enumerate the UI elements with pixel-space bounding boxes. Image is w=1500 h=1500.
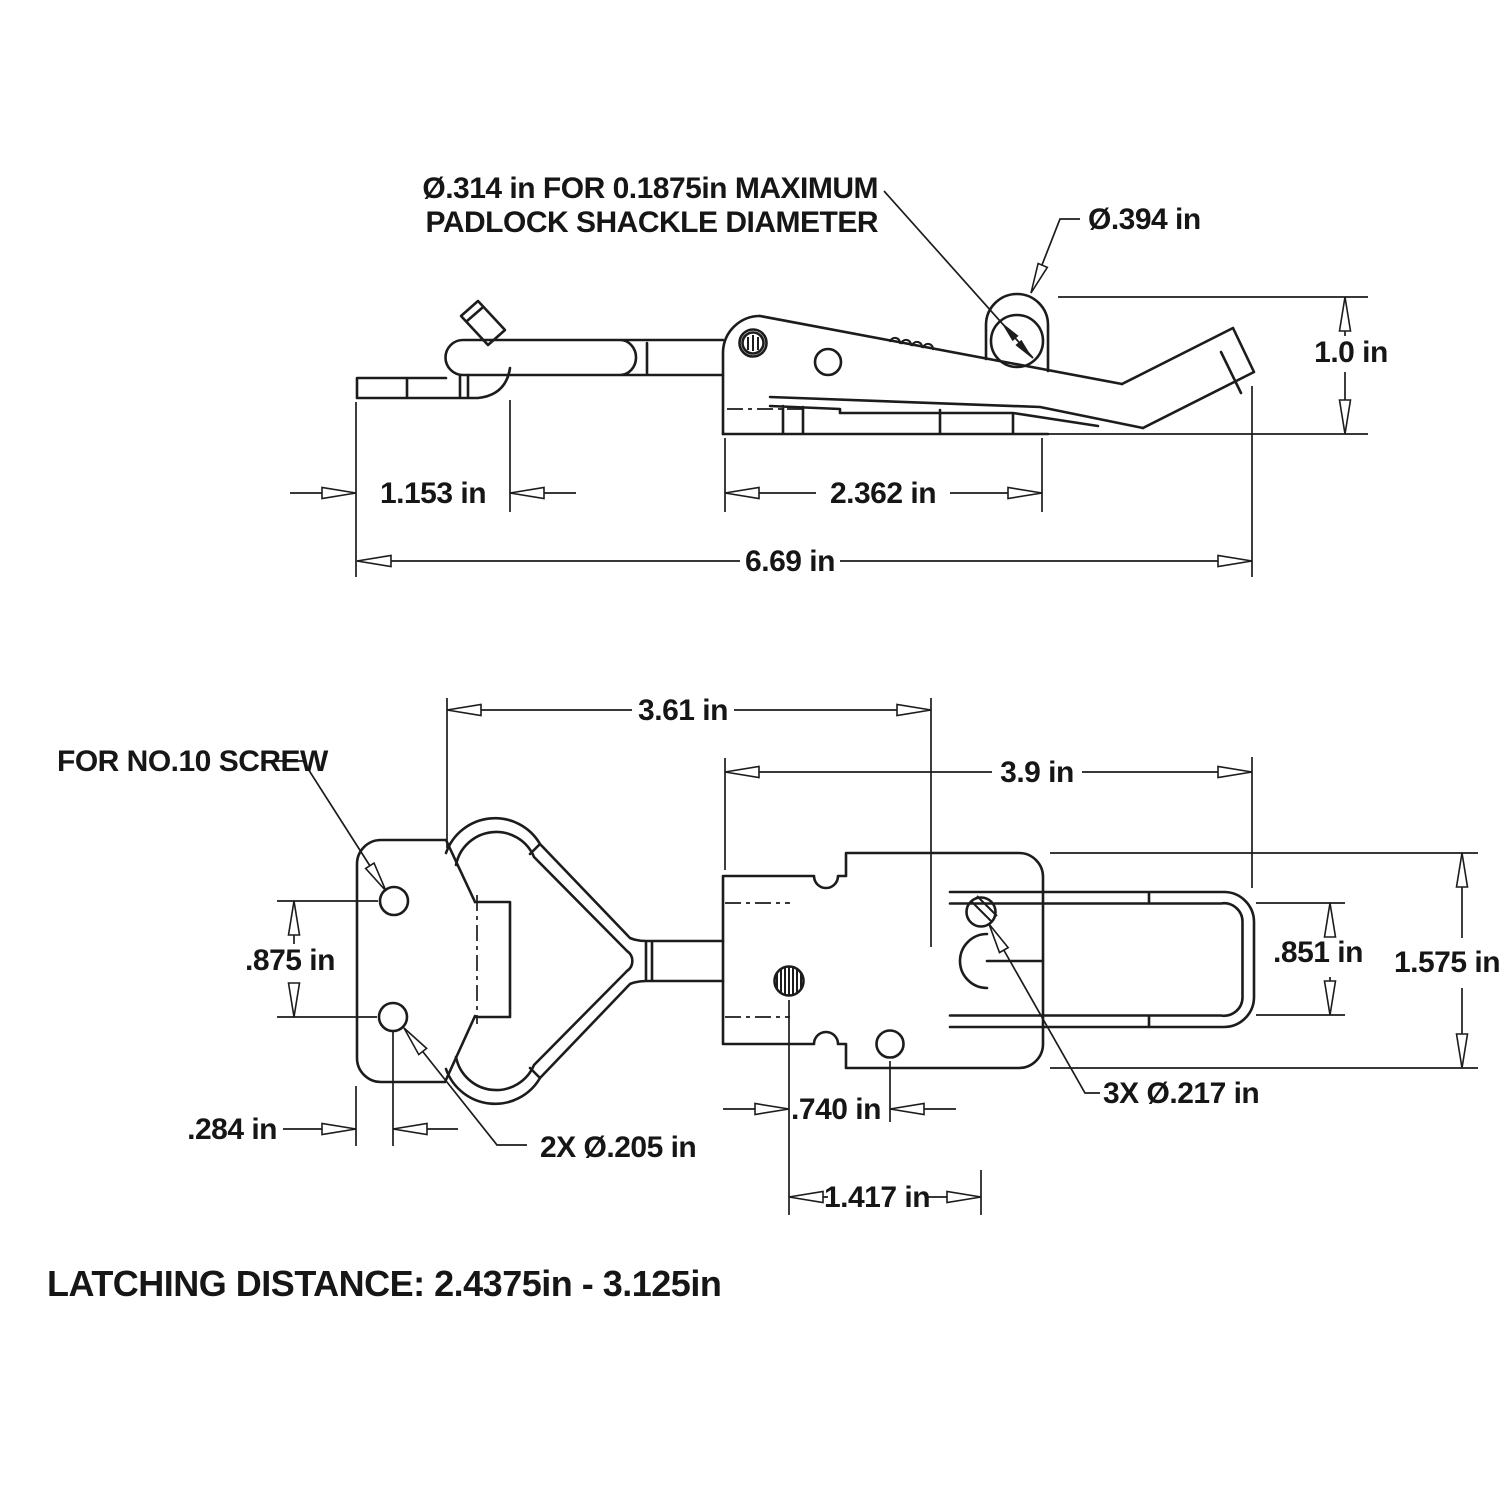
callout-body-holes-label: 3X Ø.217 in (1103, 1077, 1259, 1110)
callout-padlock-hole-line1: Ø.314 in FOR 0.1875in MAXIMUM (422, 172, 878, 205)
keeper-slot (473, 900, 512, 1019)
plan-keeper-plate (355, 838, 512, 1084)
body-hole-plain (875, 1029, 905, 1059)
dim-keeper-offset-label: 1.153 in (380, 477, 486, 510)
side-view: Ø.314 in FOR 0.1875in MAXIMUM PADLOCK SH… (290, 172, 1388, 578)
side-pivot-pin (738, 328, 768, 358)
dim-loop-inner-width-label: .851 in (1273, 936, 1363, 969)
side-base (721, 404, 1100, 436)
side-spring-coils (889, 336, 935, 351)
body-hole-screw-head (965, 896, 997, 928)
plan-dimensions (272, 698, 1478, 1215)
dim-latch-length-label: 3.9 in (1000, 756, 1074, 789)
side-spring-section (747, 335, 759, 351)
plan-bail-wire (444, 816, 725, 1106)
leader-keeper-holes (403, 1027, 527, 1146)
leader-body-holes (988, 923, 1100, 1094)
dim-overall-length-label: 6.69 in (745, 545, 835, 578)
side-keeper-tab (459, 299, 507, 347)
dim-edge-to-hole-label: .284 in (187, 1113, 277, 1146)
keeper-screw-hole-bottom (377, 1001, 409, 1033)
callout-eye-diameter-label: Ø.394 in (1088, 203, 1201, 236)
dim-height-label: 1.0 in (1314, 336, 1388, 369)
dim-keeper-hole-spacing-label: .875 in (245, 944, 335, 977)
side-handle (1120, 326, 1256, 430)
side-dimensions (290, 190, 1368, 577)
side-lever-arm (758, 314, 1145, 430)
keeper-screw-hole-top (378, 885, 410, 917)
callout-keeper-holes-label: 2X Ø.205 in (540, 1131, 696, 1164)
dim-bail-length-label: 3.61 in (638, 694, 728, 727)
callout-mounting-screw-label: FOR NO.10 SCREW (57, 745, 329, 778)
side-padlock-eye (984, 292, 1050, 373)
dim-body-width-label: 1.575 in (1394, 946, 1500, 979)
latching-distance-note: LATCHING DISTANCE: 2.4375in - 3.125in (47, 1263, 721, 1304)
callout-padlock-hole-line2: PADLOCK SHACKLE DIAMETER (426, 206, 879, 239)
side-arm-hole (813, 347, 843, 377)
leader-no10-screw (272, 760, 387, 892)
side-latch-body (721, 292, 1256, 436)
dim-hole-offset-1-label: .740 in (791, 1093, 881, 1126)
top-view: 3.61 in 3.9 in FOR NO.10 SCREW .875 in .… (57, 694, 1500, 1215)
plan-latch-body (721, 851, 1045, 1070)
side-keeper-plate (355, 299, 725, 400)
dim-base-length-label: 2.362 in (830, 477, 936, 510)
hole-hatching (776, 966, 802, 996)
dim-hole-offset-2-label: 1.417 in (824, 1181, 930, 1214)
plan-loop-handle (948, 890, 1256, 1029)
